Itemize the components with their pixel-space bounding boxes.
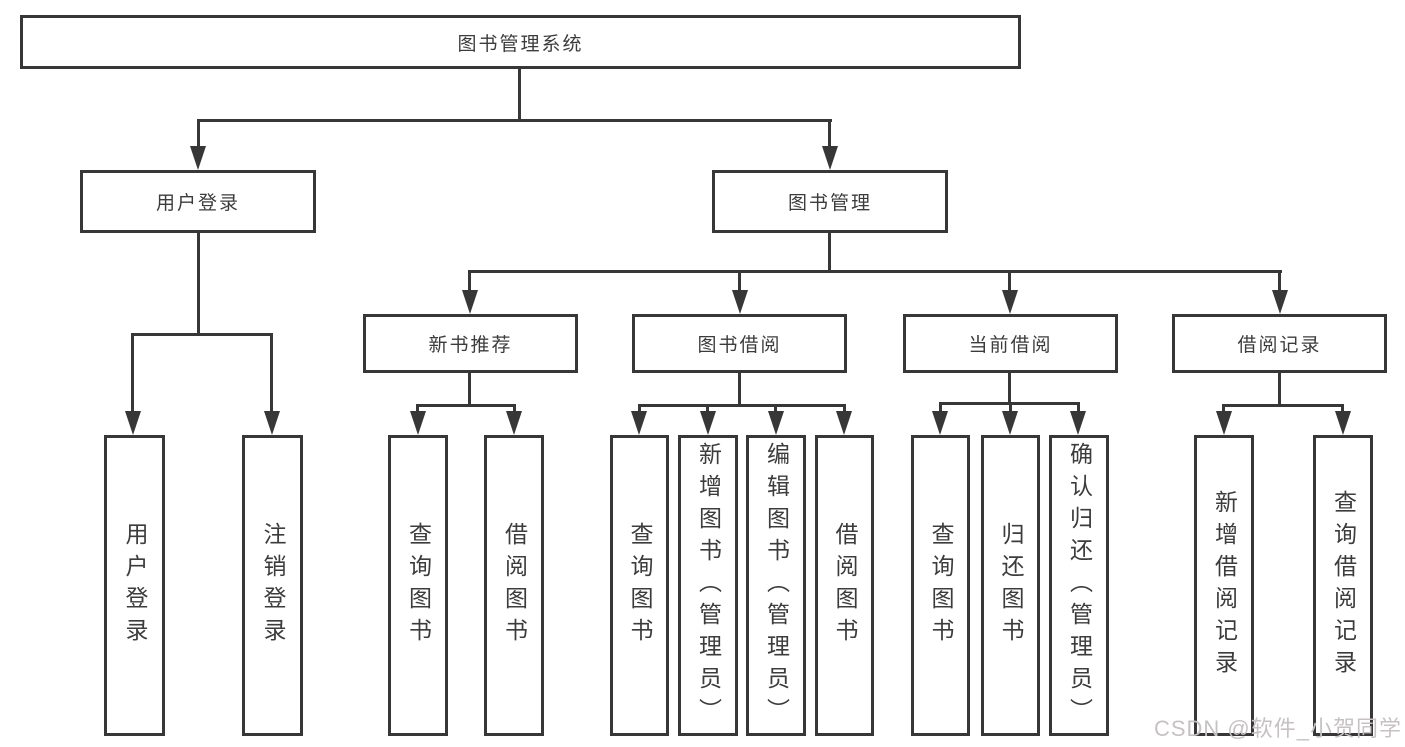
node-new-book-recommendation: 新书推荐 bbox=[363, 314, 578, 373]
connector-line bbox=[1008, 373, 1011, 405]
root-node-label: 图书管理系统 bbox=[457, 33, 584, 55]
connector-arrow-down bbox=[631, 411, 647, 435]
connector-line bbox=[638, 404, 846, 407]
connector-line bbox=[828, 233, 831, 272]
connector-line bbox=[468, 270, 1282, 273]
node-user-login-label: 用户登录 bbox=[155, 193, 240, 214]
leaf-borrow-books-borrowing: 借阅图书 bbox=[815, 435, 874, 736]
connector-arrow-down bbox=[462, 290, 478, 314]
leaf-edit-books-admin: 编辑图书（管理员） bbox=[746, 435, 806, 736]
leaf-borrow-books-recommend: 借阅图书 bbox=[484, 435, 544, 736]
connector-arrow-down bbox=[1002, 411, 1018, 435]
connector-line bbox=[468, 373, 471, 407]
connector-line bbox=[1222, 404, 1344, 407]
connector-arrow-down bbox=[1272, 290, 1288, 314]
node-book-borrowing-label: 图书借阅 bbox=[697, 335, 782, 356]
leaf-confirm-return-admin: 确认归还（管理员） bbox=[1049, 435, 1109, 736]
connector-line bbox=[197, 119, 200, 149]
connector-arrow-down bbox=[836, 411, 852, 435]
connector-line bbox=[1222, 404, 1225, 414]
leaf-borrow-books-borrowing-label: 借阅图书 bbox=[832, 521, 858, 650]
leaf-borrow-books-recommend-label: 借阅图书 bbox=[501, 521, 528, 650]
connector-arrow-down bbox=[768, 411, 784, 435]
connector-line bbox=[197, 119, 832, 122]
leaf-add-books-admin-label: 新增图书（管理员） bbox=[695, 441, 722, 730]
connector-line bbox=[738, 373, 741, 407]
connector-line bbox=[939, 402, 942, 414]
leaf-logout: 注销登录 bbox=[242, 435, 303, 736]
connector-line bbox=[843, 404, 846, 414]
leaf-user-login: 用户登录 bbox=[104, 435, 165, 736]
node-new-book-recommendation-label: 新书推荐 bbox=[428, 335, 513, 356]
node-current-borrowing: 当前借阅 bbox=[903, 314, 1118, 373]
connector-line bbox=[638, 404, 641, 414]
leaf-logout-label: 注销登录 bbox=[260, 521, 286, 650]
connector-line bbox=[1278, 270, 1281, 292]
leaf-return-books-label: 归还图书 bbox=[998, 521, 1024, 650]
leaf-add-books-admin: 新增图书（管理员） bbox=[678, 435, 738, 736]
connector-arrow-down bbox=[732, 290, 748, 314]
leaf-edit-books-admin-label: 编辑图书（管理员） bbox=[763, 441, 790, 730]
connector-arrow-down bbox=[1070, 411, 1086, 435]
connector-line bbox=[774, 404, 777, 414]
node-borrowing-records: 借阅记录 bbox=[1172, 314, 1387, 373]
connector-line bbox=[197, 233, 200, 335]
leaf-user-login-label: 用户登录 bbox=[122, 521, 148, 650]
connector-line bbox=[828, 119, 831, 149]
csdn-watermark: CSDN @软件_小贺同学 bbox=[1153, 716, 1402, 741]
leaf-query-borrow-record: 查询借阅记录 bbox=[1313, 435, 1373, 736]
connector-arrow-down bbox=[1335, 411, 1351, 435]
node-book-management: 图书管理 bbox=[712, 170, 948, 233]
connector-line bbox=[1008, 270, 1011, 292]
connector-arrow-down bbox=[410, 411, 426, 435]
node-book-management-label: 图书管理 bbox=[787, 193, 872, 214]
connector-arrow-down bbox=[1002, 290, 1018, 314]
connector-line bbox=[416, 404, 419, 414]
connector-line bbox=[468, 270, 471, 292]
connector-arrow-down bbox=[506, 411, 522, 435]
leaf-return-books: 归还图书 bbox=[981, 435, 1040, 736]
connector-line bbox=[513, 404, 516, 414]
node-user-login: 用户登录 bbox=[80, 170, 316, 233]
connector-arrow-down bbox=[125, 411, 141, 435]
leaf-confirm-return-admin-label: 确认归还（管理员） bbox=[1066, 441, 1093, 730]
root-node-book-management-system: 图书管理系统 bbox=[20, 15, 1021, 69]
leaf-query-borrow-record-label: 查询借阅记录 bbox=[1330, 489, 1357, 682]
leaf-query-books-borrowing-label: 查询图书 bbox=[627, 521, 653, 650]
connector-line bbox=[706, 404, 709, 414]
connector-arrow-down bbox=[932, 411, 948, 435]
connector-line bbox=[738, 270, 741, 292]
node-borrowing-records-label: 借阅记录 bbox=[1237, 335, 1322, 356]
connector-line bbox=[270, 333, 273, 413]
connector-line bbox=[1341, 404, 1344, 414]
connector-arrow-down bbox=[700, 411, 716, 435]
connector-line bbox=[131, 333, 134, 413]
connector-line bbox=[1077, 402, 1080, 414]
leaf-query-books-current: 查询图书 bbox=[911, 435, 970, 736]
connector-arrow-down bbox=[264, 411, 280, 435]
leaf-query-books-recommend: 查询图书 bbox=[388, 435, 448, 736]
connector-line bbox=[416, 404, 516, 407]
node-book-borrowing: 图书借阅 bbox=[632, 314, 847, 373]
connector-line bbox=[131, 333, 273, 336]
leaf-query-books-current-label: 查询图书 bbox=[928, 521, 954, 650]
connector-arrow-down bbox=[822, 146, 838, 170]
connector-arrow-down bbox=[1216, 411, 1232, 435]
leaf-add-borrow-record-label: 新增借阅记录 bbox=[1211, 489, 1238, 682]
connector-line bbox=[1278, 373, 1281, 407]
leaf-query-books-borrowing: 查询图书 bbox=[610, 435, 669, 736]
leaf-add-borrow-record: 新增借阅记录 bbox=[1194, 435, 1254, 736]
connector-arrow-down bbox=[190, 146, 206, 170]
connector-line bbox=[518, 68, 521, 121]
leaf-query-books-recommend-label: 查询图书 bbox=[405, 521, 432, 650]
connector-line bbox=[1009, 402, 1012, 414]
node-current-borrowing-label: 当前借阅 bbox=[968, 335, 1053, 356]
